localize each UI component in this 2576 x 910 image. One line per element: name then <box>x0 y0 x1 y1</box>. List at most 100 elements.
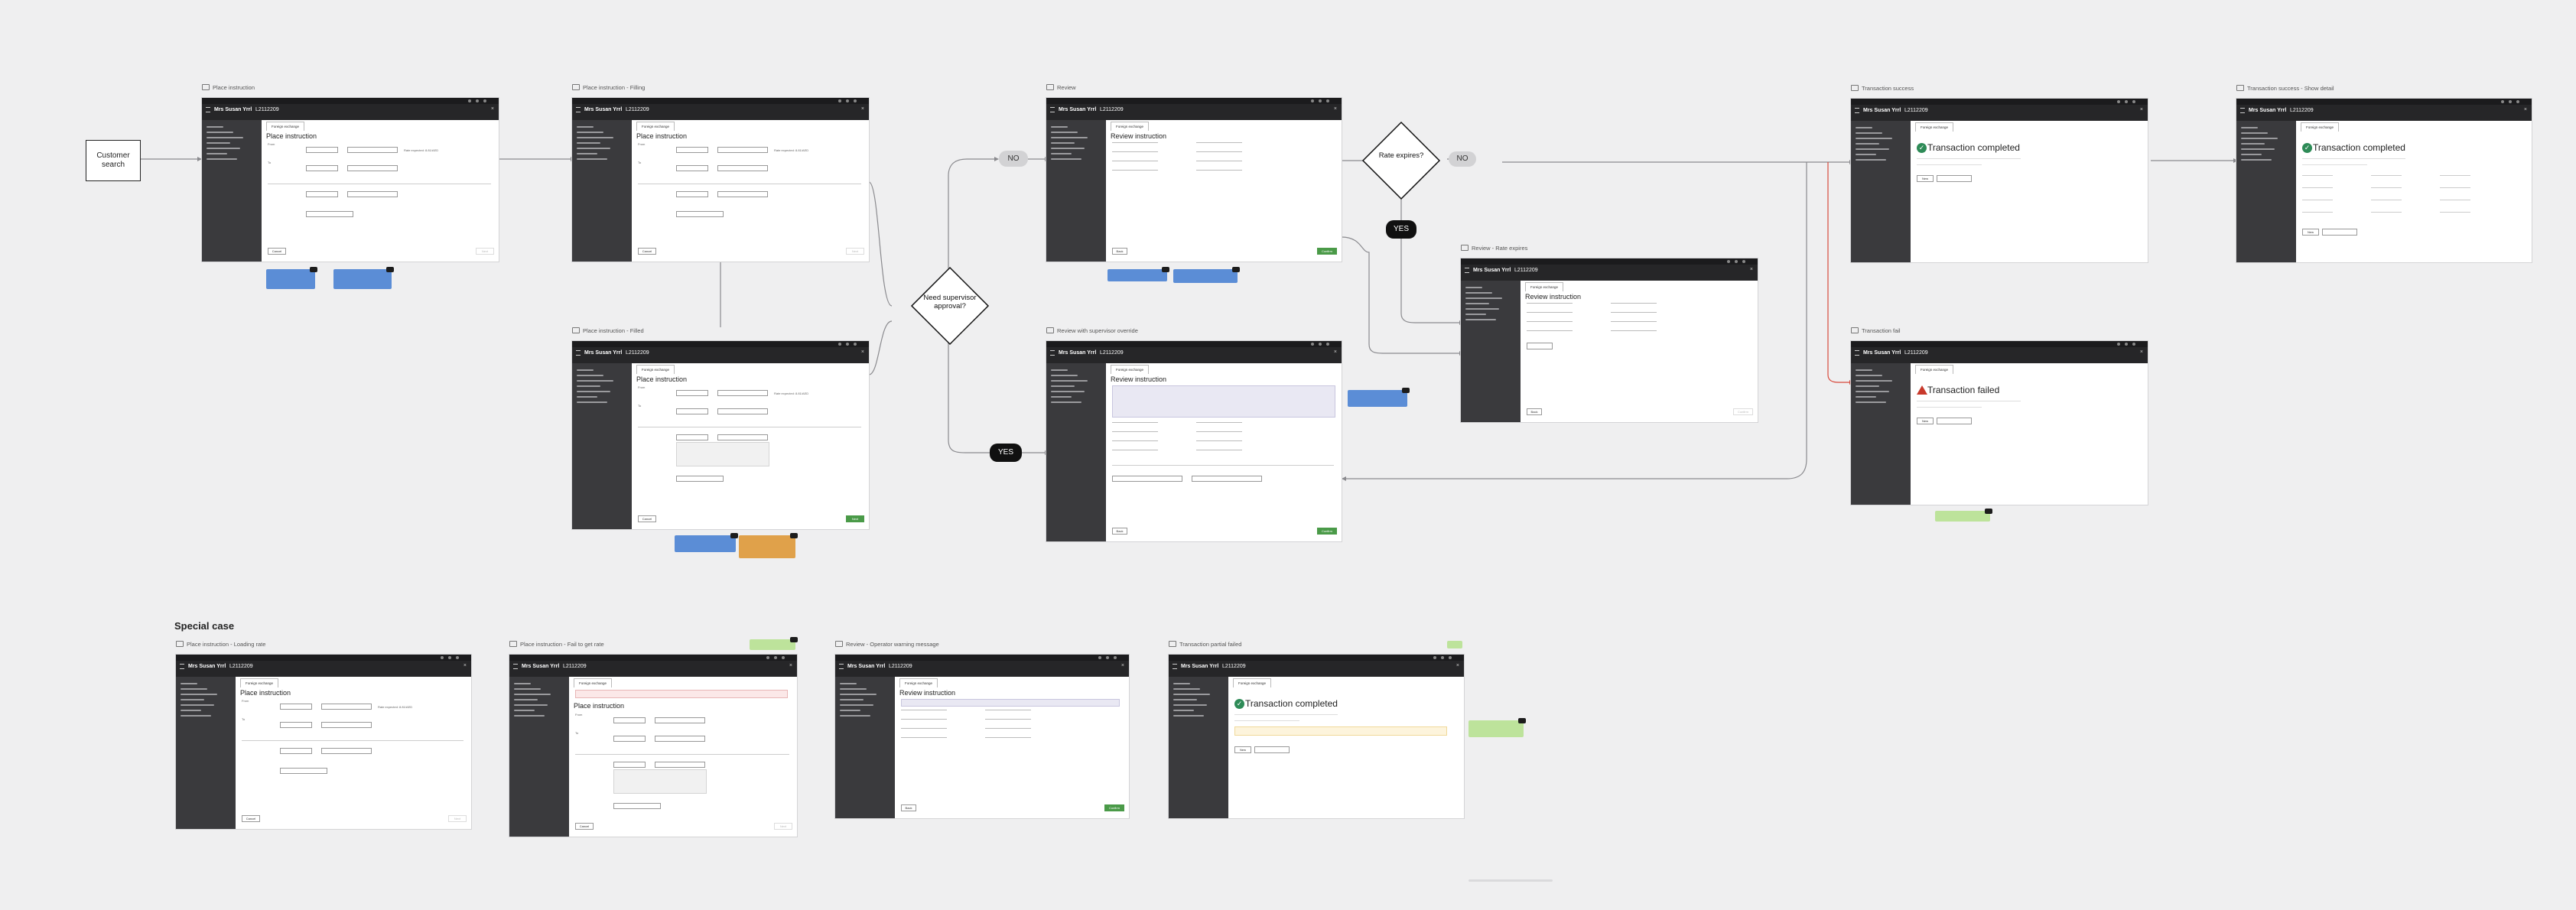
next-button[interactable]: Next <box>846 515 864 522</box>
tab-foreign-exchange[interactable]: Foreign exchange <box>1233 678 1271 687</box>
new-button[interactable]: New <box>2302 229 2319 236</box>
window-dot <box>2117 343 2120 346</box>
sidebar-line <box>840 704 873 706</box>
input-field <box>676 434 708 440</box>
input-field <box>280 722 312 728</box>
new-button[interactable]: New <box>1917 418 1934 424</box>
tab-foreign-exchange[interactable]: Foreign exchange <box>1525 282 1563 291</box>
page-title: Transaction completed <box>1927 142 2020 153</box>
sticky-note <box>1107 267 1169 281</box>
detail-value <box>2371 187 2402 188</box>
secondary-button[interactable] <box>1937 175 1972 182</box>
cancel-button[interactable]: Cancel <box>575 823 594 830</box>
sidebar-line <box>2241 159 2272 161</box>
back-button[interactable]: Back <box>901 804 916 811</box>
refresh-rate-button[interactable] <box>1527 343 1553 349</box>
sidebar <box>1851 363 1911 505</box>
input-field <box>280 704 312 710</box>
sidebar-line <box>577 369 594 371</box>
window-dot <box>1098 656 1101 659</box>
window-dot <box>448 656 451 659</box>
check-circle-icon: ✓ <box>1917 143 1927 153</box>
input-field <box>717 390 768 396</box>
text-line <box>1234 720 1299 721</box>
frame-label-fail-rate: Place instruction - Fail to get rate <box>509 641 604 648</box>
back-button[interactable]: Back <box>1527 408 1542 415</box>
divider <box>242 740 463 741</box>
window-topbar <box>202 98 499 104</box>
input-field <box>1192 476 1262 482</box>
tab-foreign-exchange[interactable]: Foreign exchange <box>1111 122 1149 131</box>
sidebar-line <box>577 396 597 398</box>
window-dot <box>1433 656 1436 659</box>
new-button[interactable]: New <box>1234 746 1251 753</box>
review-value <box>1611 303 1657 304</box>
confirm-button[interactable]: Confirm <box>1104 804 1124 811</box>
review-value <box>901 737 947 738</box>
client-id: L2112209 <box>563 664 587 669</box>
menu-icon <box>180 664 184 669</box>
next-button[interactable]: Next <box>476 248 494 255</box>
next-button[interactable]: Next <box>846 248 864 255</box>
cancel-button[interactable]: Cancel <box>638 515 656 522</box>
sticky-note <box>1447 641 1462 648</box>
tab-foreign-exchange[interactable]: Foreign exchange <box>240 678 278 687</box>
window-dot <box>456 656 459 659</box>
sidebar-line <box>1173 683 1190 684</box>
sidebar-line <box>577 380 613 382</box>
avatar-icon <box>730 533 738 538</box>
confirm-button[interactable]: Confirm <box>1317 528 1337 535</box>
confirm-button[interactable]: Confirm <box>1733 408 1753 415</box>
frame-icon <box>1046 84 1054 90</box>
field-label: From <box>638 142 646 146</box>
frame-label-review-supervisor: Review with supervisor override <box>1046 327 1138 335</box>
cancel-button[interactable]: Cancel <box>242 815 260 822</box>
cancel-button[interactable]: Cancel <box>638 248 656 255</box>
menu-icon <box>1855 108 1859 113</box>
menu-icon <box>576 350 581 356</box>
tab-foreign-exchange[interactable]: Foreign exchange <box>2301 122 2339 132</box>
back-button[interactable]: Back <box>1112 528 1127 535</box>
detail-value <box>2440 212 2470 213</box>
sidebar-line <box>1856 385 1879 387</box>
window-dot <box>2516 100 2519 103</box>
page-title: Review instruction <box>1111 132 1167 140</box>
sidebar-line <box>1465 287 1482 288</box>
tab-foreign-exchange[interactable]: Foreign exchange <box>1915 365 1953 374</box>
window-dot <box>1311 99 1314 102</box>
next-button[interactable]: Next <box>448 815 467 822</box>
secondary-button[interactable] <box>1254 746 1290 753</box>
tab-foreign-exchange[interactable]: Foreign exchange <box>266 122 304 131</box>
tab-foreign-exchange[interactable]: Foreign exchange <box>899 678 938 687</box>
window-dot <box>774 656 777 659</box>
back-button[interactable]: Back <box>1112 248 1127 255</box>
tab-foreign-exchange[interactable]: Foreign exchange <box>1111 365 1149 374</box>
tab-foreign-exchange[interactable]: Foreign exchange <box>1915 122 1953 132</box>
close-icon: × <box>1120 663 1124 668</box>
frame-icon <box>1851 85 1859 91</box>
frame-title: Transaction success - Show detail <box>2247 85 2334 92</box>
secondary-button[interactable] <box>2322 229 2357 236</box>
next-button[interactable]: Next <box>774 823 792 830</box>
tab-foreign-exchange[interactable]: Foreign exchange <box>574 678 612 687</box>
new-button[interactable]: New <box>1917 175 1934 182</box>
cancel-button[interactable]: Cancel <box>268 248 286 255</box>
text-line <box>1917 158 2021 159</box>
frame-icon <box>1169 641 1176 647</box>
rate-expected: Rate expected: 8.81/AED <box>774 392 809 395</box>
sidebar-line <box>1051 375 1078 376</box>
input-field <box>306 147 338 153</box>
review-value <box>1196 440 1242 441</box>
sidebar-line <box>1173 710 1194 711</box>
confirm-button[interactable]: Confirm <box>1317 248 1337 255</box>
frame-label-success: Transaction success <box>1851 85 1914 93</box>
secondary-button[interactable] <box>1937 418 1972 424</box>
tab-foreign-exchange[interactable]: Foreign exchange <box>636 122 675 131</box>
page-title: Review instruction <box>899 689 956 697</box>
client-name: Mrs Susan Yrrl <box>214 107 252 112</box>
tab-foreign-exchange[interactable]: Foreign exchange <box>636 365 675 374</box>
review-value <box>1196 151 1242 152</box>
